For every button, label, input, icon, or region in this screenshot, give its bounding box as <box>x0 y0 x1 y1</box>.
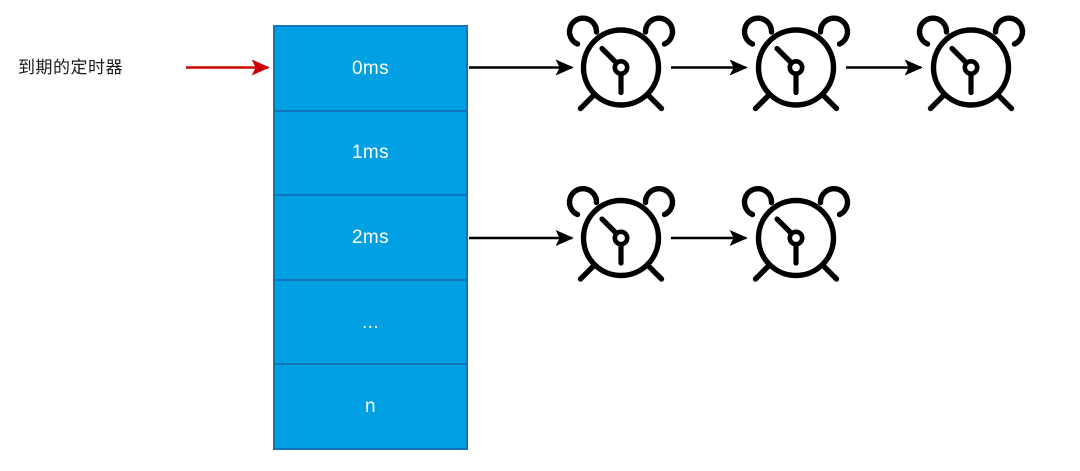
source-label: 到期的定时器 <box>18 58 123 77</box>
timer-slot-label: n <box>365 396 376 418</box>
timer-slot-2ms[interactable]: 2ms <box>275 196 466 281</box>
timer-slot-label: 0ms <box>351 57 390 79</box>
timer-slot-label: ... <box>361 311 380 333</box>
alarm-clock-row2-1[interactable] <box>570 189 673 279</box>
timer-slot-label: 1ms <box>351 142 390 164</box>
alarm-clock-row2-2[interactable] <box>745 189 848 279</box>
timer-slot-n[interactable]: n <box>275 365 466 448</box>
alarm-clock-row1-1[interactable] <box>570 18 673 108</box>
alarm-clock-row1-2[interactable] <box>745 18 848 108</box>
alarm-clock-row1-3[interactable] <box>920 18 1023 108</box>
timer-slot-ellipsis[interactable]: ... <box>275 281 466 366</box>
timer-slot-0ms[interactable]: 0ms <box>275 27 466 112</box>
timer-slot-1ms[interactable]: 1ms <box>275 112 466 197</box>
timer-slot-label: 2ms <box>351 226 390 248</box>
timer-slot-column: 0ms 1ms 2ms ... n <box>273 25 468 450</box>
